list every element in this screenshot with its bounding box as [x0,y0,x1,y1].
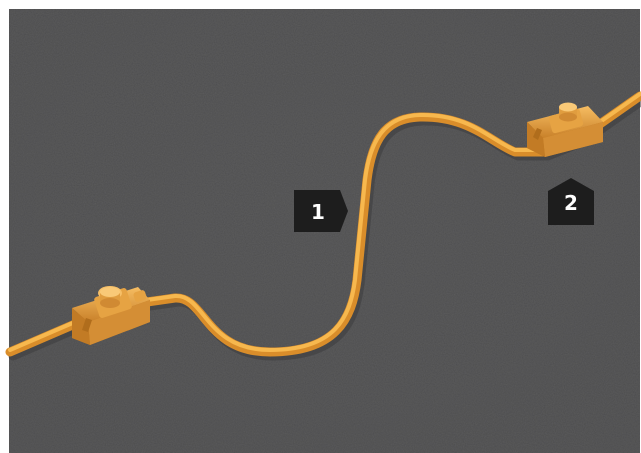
callout-2-label: 2 [564,191,578,215]
callout-1: 1 [294,190,348,232]
callout-1-label: 1 [311,200,325,224]
